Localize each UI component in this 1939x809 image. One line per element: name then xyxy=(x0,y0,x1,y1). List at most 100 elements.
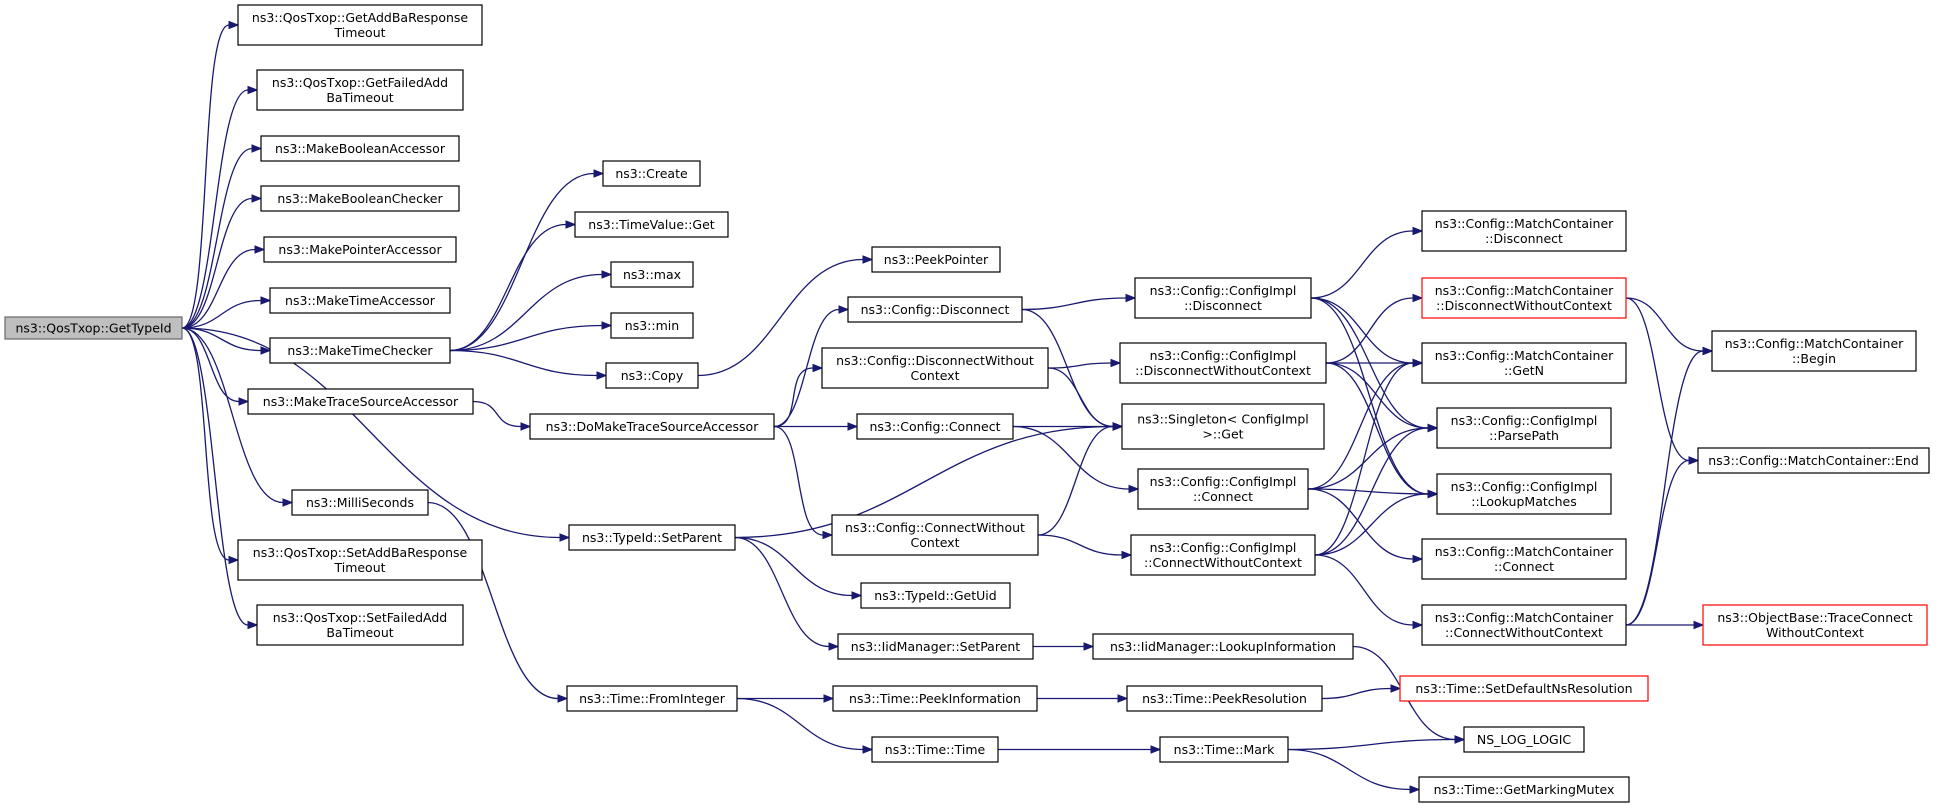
node-ns-log-logic[interactable]: NS_LOG_LOGIC xyxy=(1463,726,1585,753)
arrowhead-icon xyxy=(1412,554,1424,564)
node-box xyxy=(847,296,1023,323)
node-label: ns3::Config::ConfigImpl xyxy=(1451,413,1598,428)
node-label: ns3::QosTxop::GetAddBaResponse xyxy=(252,10,469,25)
node-time-value-get[interactable]: ns3::TimeValue::Get xyxy=(574,211,729,238)
node-label: ::LookupMatches xyxy=(1471,494,1577,509)
node-do-make-trace[interactable]: ns3::DoMakeTraceSourceAccessor xyxy=(529,413,775,440)
node-cfg-connect[interactable]: ns3::Config::Connect xyxy=(856,413,1014,440)
edge-cfg-connect-wc-to-singleton-get xyxy=(1037,422,1124,536)
node-box xyxy=(1436,407,1612,449)
node-mc-connect-wc[interactable]: ns3::Config::MatchContainer::ConnectWith… xyxy=(1421,604,1627,646)
node-get-marking-mutex[interactable]: ns3::Time::GetMarkingMutex xyxy=(1418,776,1630,803)
node-get-uid[interactable]: ns3::TypeId::GetUid xyxy=(860,582,1011,609)
arrowhead-icon xyxy=(822,530,834,540)
node-label: Timeout xyxy=(333,25,385,40)
node-box xyxy=(1421,342,1627,384)
node-impl-connect[interactable]: ns3::Config::ConfigImpl::Connect xyxy=(1137,468,1309,510)
arrowhead-icon xyxy=(559,533,571,542)
node-peek-info[interactable]: ns3::Time::PeekInformation xyxy=(832,685,1038,712)
arrowhead-icon xyxy=(1110,358,1122,368)
node-singleton-get[interactable]: ns3::Singleton< ConfigImpl>::Get xyxy=(1121,403,1325,450)
node-copy[interactable]: ns3::Copy xyxy=(605,362,699,389)
edge-root-to-get-failed-add xyxy=(181,85,259,329)
arrowhead-icon xyxy=(1121,550,1133,560)
node-label: ns3::MakeBooleanAccessor xyxy=(275,141,446,156)
node-label: ns3::DoMakeTraceSourceAccessor xyxy=(546,419,760,434)
node-label: ns3::Time::PeekInformation xyxy=(849,691,1021,706)
node-impl-disconnect[interactable]: ns3::Config::ConfigImpl::Disconnect xyxy=(1134,277,1312,319)
node-label: ::ConnectWithoutContext xyxy=(1445,625,1603,640)
node-mk-time-acc[interactable]: ns3::MakeTimeAccessor xyxy=(269,287,451,314)
node-box xyxy=(1421,277,1627,319)
node-label: ns3::Singleton< ConfigImpl xyxy=(1137,412,1309,427)
edge-root-to-mk-time-acc xyxy=(181,296,272,329)
arrowhead-icon xyxy=(238,397,250,406)
node-mc-begin[interactable]: ns3::Config::MatchContainer::Begin xyxy=(1711,330,1917,372)
node-label: ns3::TypeId::GetUid xyxy=(874,588,996,603)
node-label: ::GetN xyxy=(1504,363,1544,378)
arrowhead-icon xyxy=(251,144,263,153)
node-label: ns3::Config::Connect xyxy=(869,419,1000,434)
node-impl-disconnect-wc[interactable]: ns3::Config::ConfigImpl::DisconnectWitho… xyxy=(1119,342,1327,384)
node-time-mark[interactable]: ns3::Time::Mark xyxy=(1159,736,1289,763)
edge-cfg-connect-wc-to-impl-connect-wc xyxy=(1037,534,1133,560)
node-mk-ptr-acc[interactable]: ns3::MakePointerAccessor xyxy=(263,236,457,263)
node-cfg-disconnect[interactable]: ns3::Config::Disconnect xyxy=(847,296,1023,323)
edge-mk-time-chk-to-min xyxy=(449,321,613,352)
node-milli-sec[interactable]: ns3::MilliSeconds xyxy=(291,489,429,516)
node-label: ns3::MakeTimeChecker xyxy=(287,343,433,358)
node-max[interactable]: ns3::max xyxy=(610,261,694,288)
node-mc-connect[interactable]: ns3::Config::MatchContainer::Connect xyxy=(1421,538,1627,580)
node-mk-bool-chk[interactable]: ns3::MakeBooleanChecker xyxy=(260,185,460,212)
arrowhead-icon xyxy=(862,255,874,264)
node-set-default-ns[interactable]: ns3::Time::SetDefaultNsResolution xyxy=(1399,675,1649,702)
node-box xyxy=(237,4,483,46)
node-label: ns3::MakePointerAccessor xyxy=(278,242,442,257)
node-label: ns3::Config::MatchContainer xyxy=(1435,610,1614,625)
node-iid-set-parent[interactable]: ns3::IidManager::SetParent xyxy=(837,633,1034,660)
node-min[interactable]: ns3::min xyxy=(610,312,694,339)
node-mk-time-chk[interactable]: ns3::MakeTimeChecker xyxy=(269,337,451,364)
node-label: ns3::Config::ConfigImpl xyxy=(1150,348,1297,363)
arrowhead-icon xyxy=(1390,684,1402,693)
edge-impl-connect-wc-to-impl-lookup xyxy=(1314,489,1439,556)
node-impl-lookup[interactable]: ns3::Config::ConfigImpl::LookupMatches xyxy=(1436,473,1612,515)
node-label: ns3::MakeTimeAccessor xyxy=(285,293,436,308)
node-cfg-connect-wc[interactable]: ns3::Config::ConnectWithoutContext xyxy=(831,514,1039,556)
node-mk-bool-acc[interactable]: ns3::MakeBooleanAccessor xyxy=(260,135,460,162)
arrowhead-icon xyxy=(1409,785,1421,794)
node-time-time[interactable]: ns3::Time::Time xyxy=(871,736,999,763)
node-create[interactable]: ns3::Create xyxy=(602,160,701,187)
node-iid-lookup[interactable]: ns3::IidManager::LookupInformation xyxy=(1092,633,1354,660)
node-label: >::Get xyxy=(1202,427,1243,442)
node-cfg-disconnect-wc[interactable]: ns3::Config::DisconnectWithoutContext xyxy=(821,347,1049,389)
node-label: ns3::ObjectBase::TraceConnect xyxy=(1717,610,1912,625)
node-mc-disconnect[interactable]: ns3::Config::MatchContainer::Disconnect xyxy=(1421,210,1627,252)
edge-root-to-get-add-ba-resp xyxy=(181,20,240,329)
node-root[interactable]: ns3::QosTxop::GetTypeId xyxy=(4,316,183,340)
node-peek-res[interactable]: ns3::Time::PeekResolution xyxy=(1126,685,1323,712)
node-label: ::DisconnectWithoutContext xyxy=(1436,298,1612,313)
node-impl-connect-wc[interactable]: ns3::Config::ConfigImpl::ConnectWithoutC… xyxy=(1130,534,1316,576)
node-mk-trace-src[interactable]: ns3::MakeTraceSourceAccessor xyxy=(247,388,474,415)
node-mc-end[interactable]: ns3::Config::MatchContainer::End xyxy=(1697,447,1930,474)
edge-impl-connect-to-impl-parse-path xyxy=(1307,423,1439,490)
node-from-integer[interactable]: ns3::Time::FromInteger xyxy=(566,685,738,712)
node-trace-connect-wc[interactable]: ns3::ObjectBase::TraceConnectWithoutCont… xyxy=(1702,604,1928,646)
node-label: ns3::PeekPointer xyxy=(884,252,989,267)
node-mc-get-n[interactable]: ns3::Config::MatchContainer::GetN xyxy=(1421,342,1627,384)
arrowhead-icon xyxy=(260,346,272,355)
node-type-id-set-parent[interactable]: ns3::TypeId::SetParent xyxy=(568,524,736,551)
node-box xyxy=(1137,468,1309,510)
edge-impl-disconnect-wc-to-impl-parse-path xyxy=(1325,362,1439,433)
node-mc-disconnect-wc[interactable]: ns3::Config::MatchContainer::DisconnectW… xyxy=(1421,277,1627,319)
node-peek-ptr[interactable]: ns3::PeekPointer xyxy=(871,246,1001,273)
edge-milli-sec-to-from-integer xyxy=(427,501,569,703)
node-box xyxy=(1421,210,1627,252)
node-box xyxy=(256,69,464,111)
node-impl-parse-path[interactable]: ns3::Config::ConfigImpl::ParsePath xyxy=(1436,407,1612,449)
